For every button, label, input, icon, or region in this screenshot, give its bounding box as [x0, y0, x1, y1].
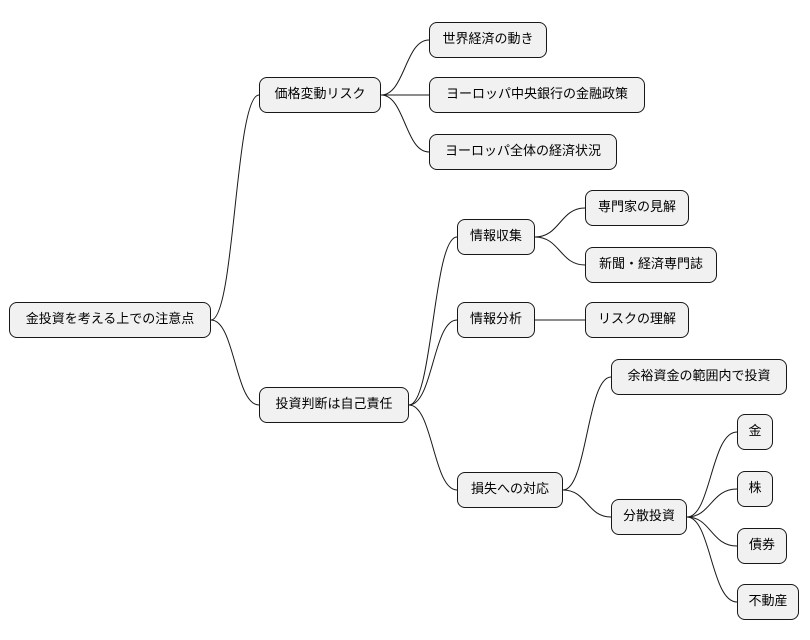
node-self-responsibility: 投資判断は自己責任	[259, 387, 409, 423]
node-info-analysis: 情報分析	[457, 302, 535, 338]
node-expert-views: 専門家の見解	[585, 190, 689, 226]
node-loss-response: 損失への対応	[457, 472, 563, 508]
node-europe-economy: ヨーロッパ全体の経済状況	[429, 134, 617, 170]
node-info-collect: 情報収集	[457, 219, 535, 255]
node-risk-understanding: リスクの理解	[585, 302, 689, 338]
node-gold: 金	[737, 414, 773, 450]
node-surplus-funds: 余裕資金の範囲内で投資	[611, 359, 787, 395]
node-bonds: 債券	[737, 528, 787, 564]
root-node: 金投資を考える上での注意点	[9, 302, 211, 338]
node-real-estate: 不動産	[737, 584, 799, 620]
node-ecb-policy: ヨーロッパ中央銀行の金融政策	[429, 77, 645, 113]
node-price-risk: 価格変動リスク	[259, 77, 381, 113]
node-newspapers: 新聞・経済専門誌	[585, 247, 717, 283]
node-diversify: 分散投資	[611, 499, 687, 535]
node-stocks: 株	[737, 471, 773, 507]
node-world-economy: 世界経済の動き	[429, 22, 547, 58]
